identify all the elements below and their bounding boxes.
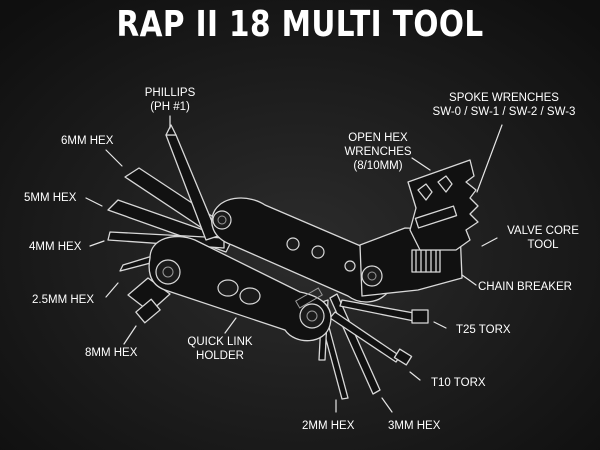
pivot-screw-left: [155, 259, 181, 285]
label-phillips-line2: (PH #1): [150, 101, 190, 113]
label-open-hex-line3: (8/10MM): [353, 160, 403, 172]
label-chain-breaker: CHAIN BREAKER: [478, 281, 572, 293]
label-open-hex-wrenches: OPEN HEX WRENCHES (8/10MM): [330, 131, 426, 173]
label-t10-torx: T10 TORX: [431, 377, 486, 389]
leader-chain: [461, 274, 477, 286]
diagram-title: RAP II 18 MULTI TOOL: [116, 4, 484, 45]
leader-2-5mm: [105, 282, 119, 298]
plate-hole-1: [286, 237, 300, 251]
leader-quick-link: [224, 317, 237, 334]
pivot-screw-rear: [361, 265, 383, 287]
label-valve-line1: VALVE CORE: [507, 225, 579, 237]
label-2mm-hex: 2MM HEX: [302, 420, 355, 432]
label-t25-torx: T25 TORX: [456, 324, 511, 336]
torx-t25-shaft: [339, 299, 415, 322]
wrench-logo-plate: [414, 205, 458, 229]
label-phillips: PHILLIPS (PH #1): [130, 86, 210, 114]
phillips-tip: [165, 124, 177, 136]
leader-8mm: [123, 325, 137, 345]
torx-t25-tip: [411, 309, 429, 324]
label-quick-link-line2: HOLDER: [196, 350, 244, 362]
label-spoke-wrenches: SPOKE WRENCHES SW-0 / SW-1 / SW-2 / SW-3: [414, 91, 594, 119]
label-valve-core-tool: VALVE CORE TOOL: [500, 224, 586, 252]
label-4mm-hex: 4MM HEX: [29, 241, 82, 253]
leader-valve: [481, 237, 498, 247]
quick-link-holder-right: [239, 287, 261, 305]
label-phillips-line1: PHILLIPS: [144, 87, 196, 99]
leader-t25: [433, 321, 447, 329]
pivot-screw-top: [212, 210, 232, 230]
leader-4mm: [89, 240, 105, 247]
label-open-hex-line1: OPEN HEX: [348, 132, 408, 144]
label-valve-line2: TOOL: [527, 239, 559, 251]
plate-hole-3: [344, 260, 356, 272]
label-2-5mm-hex: 2.5MM HEX: [32, 294, 94, 306]
leader-open-hex: [411, 157, 431, 171]
open-hex-wrench-slots: [417, 175, 453, 201]
pivot-screw-right: [299, 303, 325, 329]
leader-3mm: [381, 397, 393, 413]
plate-hole-2: [311, 245, 325, 259]
quick-link-holder-left: [217, 279, 239, 297]
label-8mm-hex: 8MM HEX: [85, 347, 138, 359]
label-quick-link-holder: QUICK LINK HOLDER: [175, 335, 265, 363]
hex-key-8mm-tip: [135, 298, 161, 324]
label-5mm-hex: 5MM HEX: [24, 192, 77, 204]
label-open-hex-line2: WRENCHES: [344, 146, 412, 158]
leader-5mm: [85, 197, 103, 207]
torx-t10-tip: [393, 348, 413, 366]
label-6mm-hex: 6MM HEX: [61, 135, 114, 147]
label-quick-link-line1: QUICK LINK: [187, 336, 253, 348]
spoke-wrench-arm: [407, 159, 479, 251]
leader-spoke: [476, 124, 503, 193]
label-spoke-line2: SW-0 / SW-1 / SW-2 / SW-3: [432, 106, 576, 118]
leader-6mm: [105, 149, 123, 167]
front-side-plate: [148, 236, 332, 342]
torx-t10-shaft: [329, 311, 401, 363]
leader-t10: [409, 371, 421, 381]
label-spoke-line1: SPOKE WRENCHES: [449, 92, 559, 104]
label-3mm-hex: 3MM HEX: [388, 420, 441, 432]
